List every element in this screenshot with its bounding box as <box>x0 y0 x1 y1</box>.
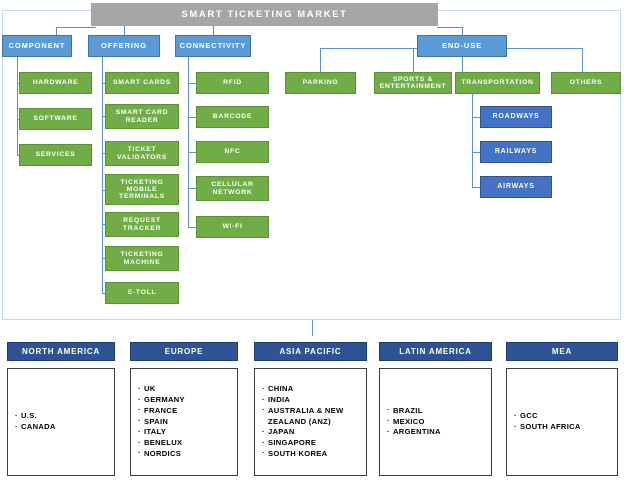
list-item: U.S. <box>15 411 56 422</box>
region-country-list-mea: GCC SOUTH AFRICA <box>514 411 581 433</box>
region-body-mea: GCC SOUTH AFRICA <box>506 368 618 476</box>
list-item: CHINA <box>262 384 344 395</box>
list-item: GCC <box>514 411 581 422</box>
connector-root-left <box>56 27 96 28</box>
region-country-list-asia-pacific: CHINA INDIA AUSTRALIA & NEW ZEALAND (ANZ… <box>262 384 344 459</box>
list-item: CANADA <box>15 422 56 433</box>
list-item: GERMANY <box>138 395 185 406</box>
leaf-node-ticketing-mobile-terminals[interactable]: TICKETING MOBILE TERMINALS <box>105 174 179 205</box>
region-country-list-north-america: U.S. CANADA <box>15 411 56 433</box>
leaf-node-e-toll[interactable]: E-TOLL <box>105 282 179 304</box>
connector-connectivity-3 <box>188 152 198 153</box>
list-item: NORDICS <box>138 448 185 460</box>
root-node-smart-ticketing-market: SMART TICKETING MARKET <box>91 3 438 26</box>
connector-connectivity-1 <box>188 83 198 84</box>
list-item: ARGENTINA <box>387 427 441 438</box>
leaf-node-rfid[interactable]: RFID <box>196 72 269 94</box>
leaf-node-ticket-validators[interactable]: TICKET VALIDATORS <box>105 141 179 166</box>
region-header-europe[interactable]: EUROPE <box>130 342 238 361</box>
list-item: SINGAPORE <box>262 438 344 449</box>
connector-enduse-transportation <box>462 57 463 72</box>
list-item: ITALY <box>138 427 185 438</box>
connector-root-offering-drop <box>124 22 125 35</box>
list-item: SOUTH KOREA <box>262 448 344 460</box>
sub-node-roadways[interactable]: ROADWAYS <box>480 106 552 128</box>
list-item: SPAIN <box>138 416 185 428</box>
region-header-latin-america[interactable]: LATIN AMERICA <box>379 342 492 361</box>
connector-connectivity-spine <box>188 57 189 227</box>
leaf-node-transportation[interactable]: TRANSPORTATION <box>455 72 540 94</box>
leaf-node-smart-card-reader[interactable]: SMART CARD READER <box>105 104 179 129</box>
leaf-node-ticketing-machine[interactable]: TICKETING MACHINE <box>105 246 179 271</box>
leaf-node-wi-fi[interactable]: WI-FI <box>196 216 269 238</box>
connector-transportation-airways <box>472 187 481 188</box>
list-item: BRAZIL <box>387 405 441 417</box>
category-node-component[interactable]: COMPONENT <box>2 35 72 57</box>
connector-transportation-spine <box>472 94 473 187</box>
category-node-end-use[interactable]: END-USE <box>417 35 507 57</box>
connector-root-right-drop <box>462 27 463 35</box>
connector-enduse-others <box>582 48 583 72</box>
region-body-north-america: U.S. CANADA <box>7 368 115 476</box>
list-item: JAPAN <box>262 427 344 438</box>
leaf-node-barcode[interactable]: BARCODE <box>196 106 269 128</box>
sub-node-railways[interactable]: RAILWAYS <box>480 141 552 163</box>
region-header-asia-pacific[interactable]: ASIA PACIFIC <box>254 342 367 361</box>
category-node-offering[interactable]: OFFERING <box>88 35 160 57</box>
connector-enduse-sports <box>413 48 414 72</box>
connector-transportation-railways <box>472 152 481 153</box>
connector-connectivity-4 <box>188 188 198 189</box>
category-node-connectivity[interactable]: CONNECTIVITY <box>175 35 251 57</box>
list-item: SOUTH AFRICA <box>514 422 581 433</box>
leaf-node-sports-entertainment[interactable]: SPORTS & ENTERTAINMENT <box>374 72 452 94</box>
leaf-node-software[interactable]: SOFTWARE <box>19 108 92 130</box>
leaf-node-parking[interactable]: PARKING <box>285 72 356 94</box>
region-header-mea[interactable]: MEA <box>506 342 618 361</box>
connector-enduse-parking <box>320 48 321 72</box>
leaf-node-smart-cards[interactable]: SMART CARDS <box>105 72 179 94</box>
leaf-node-request-tracker[interactable]: REQUEST TRACKER <box>105 212 179 237</box>
region-header-north-america[interactable]: NORTH AMERICA <box>7 342 115 361</box>
connector-root-connectivity-drop <box>213 22 214 35</box>
leaf-node-services[interactable]: SERVICES <box>19 144 92 166</box>
region-country-list-latin-america: BRAZIL MEXICO ARGENTINA <box>387 405 441 438</box>
region-body-asia-pacific: CHINA INDIA AUSTRALIA & NEW ZEALAND (ANZ… <box>254 368 367 476</box>
region-body-europe: UK GERMANY FRANCE SPAIN ITALY BENELUX NO… <box>130 368 238 476</box>
connector-transportation-roadways <box>472 117 481 118</box>
connector-offering-spine <box>102 57 103 294</box>
list-item: FRANCE <box>138 405 185 417</box>
list-item: AUSTRALIA & NEW ZEALAND (ANZ) <box>262 405 344 428</box>
connector-connectivity-2 <box>188 117 198 118</box>
connector-root-left-drop <box>56 27 57 35</box>
list-item: INDIA <box>262 395 344 406</box>
leaf-node-cellular-network[interactable]: CELLULAR NETWORK <box>196 176 269 201</box>
connector-root-right <box>437 27 463 28</box>
leaf-node-nfc[interactable]: NFC <box>196 141 269 163</box>
list-item: MEXICO <box>387 416 441 428</box>
list-item: BENELUX <box>138 438 185 449</box>
sub-node-airways[interactable]: AIRWAYS <box>480 176 552 198</box>
leaf-node-hardware[interactable]: HARDWARE <box>19 72 92 94</box>
region-country-list-europe: UK GERMANY FRANCE SPAIN ITALY BENELUX NO… <box>138 384 185 459</box>
leaf-node-others[interactable]: OTHERS <box>551 72 621 94</box>
list-item: UK <box>138 384 185 395</box>
connector-frame-to-regions <box>312 320 313 336</box>
connector-connectivity-5 <box>188 227 198 228</box>
region-body-latin-america: BRAZIL MEXICO ARGENTINA <box>379 368 492 476</box>
connector-component-spine <box>17 57 18 156</box>
